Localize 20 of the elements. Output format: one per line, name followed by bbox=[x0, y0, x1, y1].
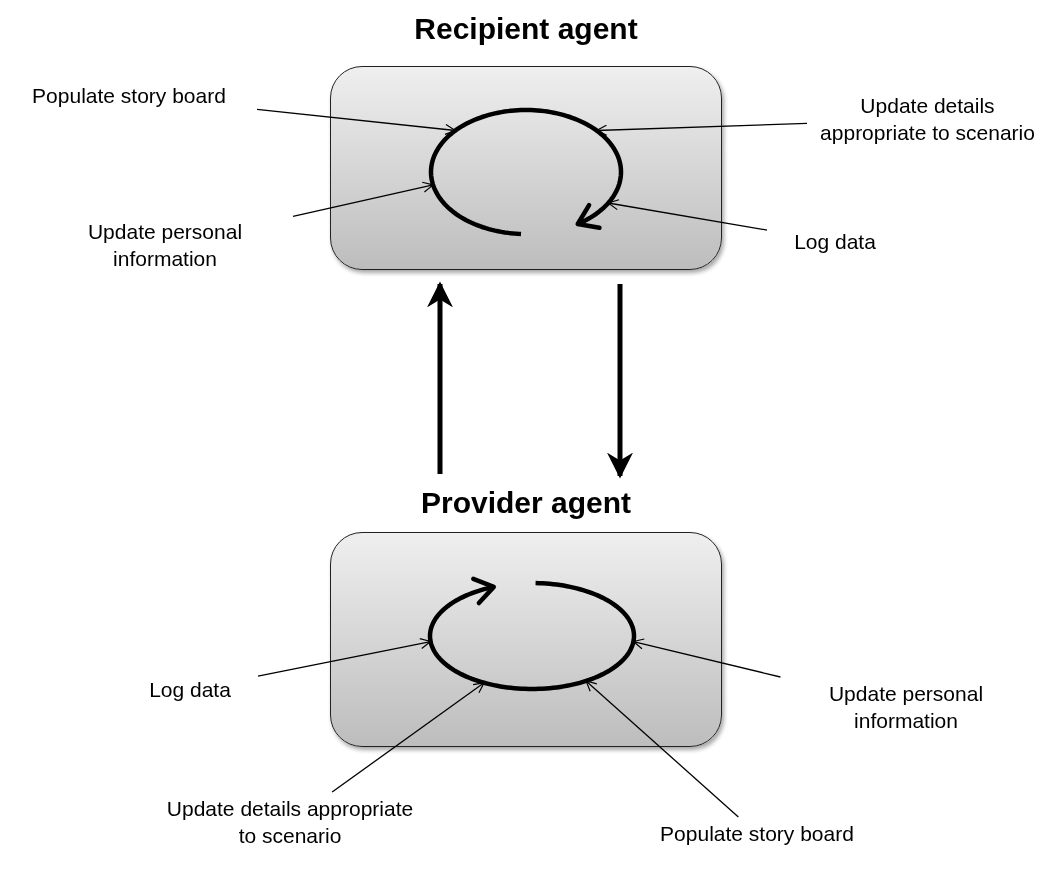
annotation-text: Log data bbox=[770, 228, 900, 256]
annotation-text: Populate story board bbox=[4, 82, 254, 110]
annotation-text: Update personal information bbox=[775, 680, 1037, 735]
flow-arrow bbox=[427, 281, 453, 474]
leader-line bbox=[292, 181, 434, 218]
agent-heading: Provider agent bbox=[419, 486, 633, 520]
leader-line bbox=[585, 680, 739, 818]
annotation-text: Update details appropriate to scenario bbox=[810, 92, 1045, 147]
leader-line bbox=[607, 199, 768, 231]
leader-line bbox=[632, 638, 782, 678]
leader-line bbox=[257, 638, 432, 677]
leader-line bbox=[595, 122, 808, 136]
leader-line bbox=[331, 682, 485, 793]
flow-arrow bbox=[607, 284, 633, 479]
annotation-text: Update personal information bbox=[40, 218, 290, 273]
annotation-text: Log data bbox=[125, 676, 255, 704]
annotation-text: Update details appropriate to scenario bbox=[162, 795, 418, 850]
annotation-text: Populate story board bbox=[612, 820, 902, 848]
agent-heading: Recipient agent bbox=[413, 12, 639, 46]
leader-line bbox=[256, 108, 457, 135]
